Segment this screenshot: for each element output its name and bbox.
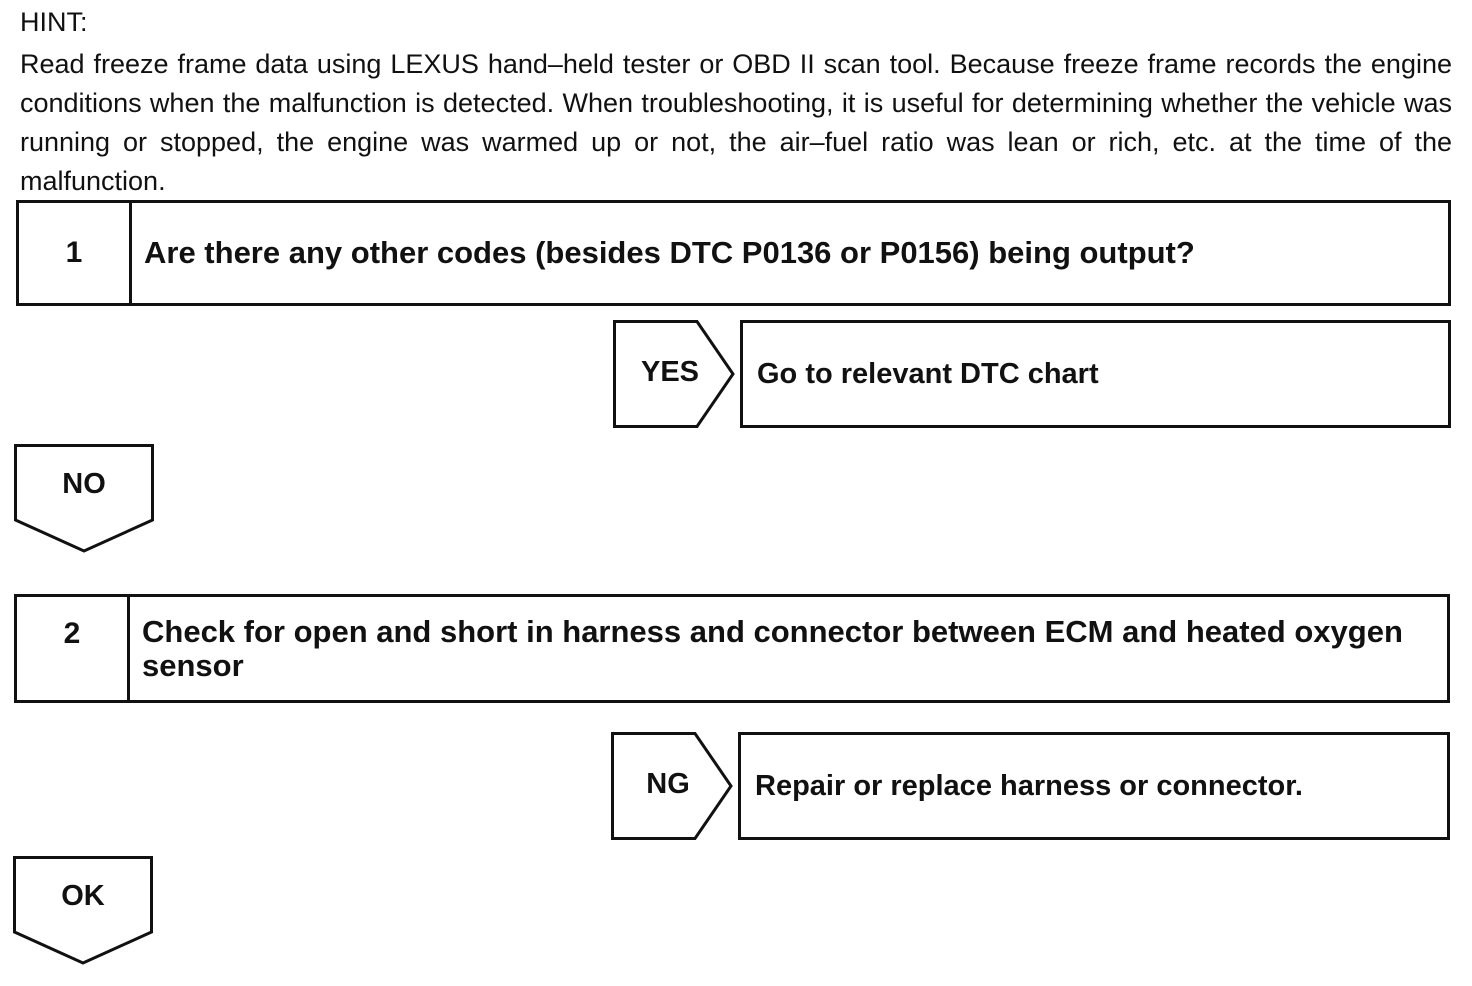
- step-1-box: 1 Are there any other codes (besides DTC…: [16, 200, 1451, 306]
- step-number: 1: [19, 203, 132, 303]
- hint-text: Read freeze frame data using LEXUS hand–…: [20, 49, 1452, 196]
- step-2-box: 2 Check for open and short in harness an…: [14, 594, 1450, 703]
- ok-label: OK: [61, 880, 105, 912]
- yes-label: YES: [640, 356, 700, 388]
- hint-label: HINT:: [20, 7, 88, 37]
- ng-arrow-tag: NG: [611, 732, 733, 840]
- no-down-tag: NO: [14, 444, 154, 554]
- step-question: Check for open and short in harness and …: [142, 614, 1403, 683]
- ng-label: NG: [646, 768, 690, 800]
- down-arrow-shape-icon: [14, 444, 154, 553]
- ng-result-box: Repair or replace harness or connector.: [738, 732, 1450, 840]
- ok-down-tag: OK: [13, 856, 153, 966]
- step-number: 2: [17, 597, 130, 700]
- no-label: NO: [62, 468, 106, 500]
- right-arrow-shape-icon: [613, 320, 735, 428]
- yes-result-box: Go to relevant DTC chart: [740, 320, 1451, 428]
- down-arrow-shape-icon: [13, 856, 153, 965]
- step-question: Are there any other codes (besides DTC P…: [144, 235, 1195, 270]
- yes-arrow-tag: YES: [613, 320, 735, 428]
- right-arrow-shape-icon: [611, 732, 733, 840]
